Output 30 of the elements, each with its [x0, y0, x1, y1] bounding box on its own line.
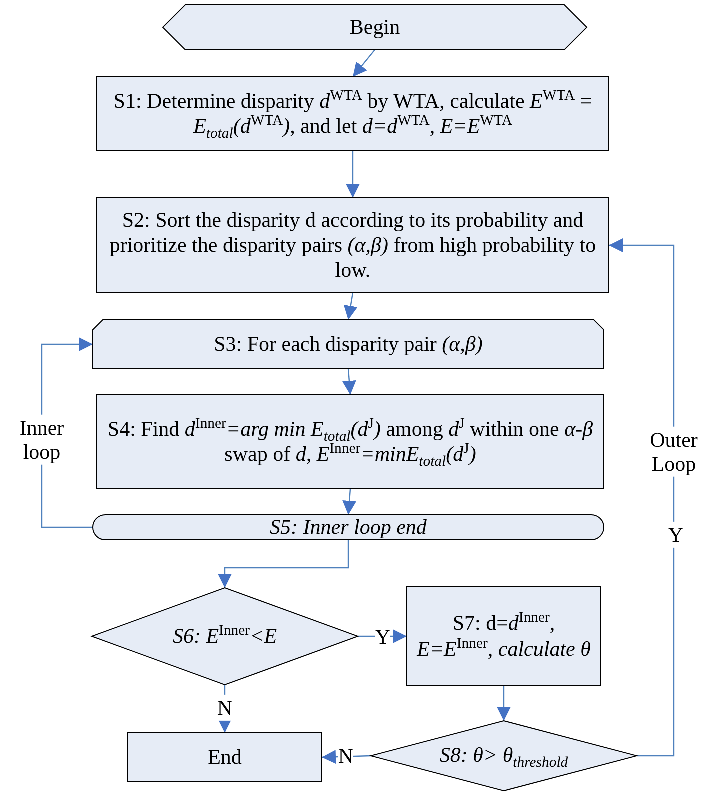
arrow [346, 151, 360, 198]
arrow [344, 292, 358, 320]
step-text: S5: Inner loop end [269, 514, 428, 540]
edge-label: Y [668, 522, 684, 548]
step-text: S8: θ> θ$_{threshold}$ [438, 743, 570, 769]
arrow [218, 540, 350, 588]
step-text: S7: d=d$^{Inner}$, E=E$^{Inner}$, calculate θ [416, 611, 592, 662]
arrow [497, 686, 511, 721]
step-text: S2: Sort the disparity d according to its probability and prioritize the disparity pairs (α,β) from high probability to low. [108, 208, 598, 284]
step-text: S1: Determine disparity d$^{WTA}$ by WTA, calculate E$^{WTA}$ =E$_{total}$(d$^{WTA}$), and let d=d$^{WTA}$, E=E$^{WTA}$ [112, 88, 594, 140]
arrow [342, 488, 357, 516]
arrow [609, 238, 675, 757]
decision-diamond [371, 721, 637, 791]
step-text: S6: E$^{Inner}$<E [172, 624, 278, 650]
step-text: S4: Find d$^{Inner}$=arg min E$_{total}$(d$^{J}$) among d$^{J}$ within one α-β swap of d, E$^{Inner}$=minE$_{total}$(d$^{J}$) [106, 416, 594, 468]
step-text: S3: For each disparity pair (α,β) [213, 332, 484, 358]
loop-start-box [93, 320, 604, 369]
edge-label: N [217, 694, 233, 722]
decision-diamond [92, 588, 358, 685]
process-box [407, 587, 601, 686]
arrow [342, 368, 356, 396]
start-hexagon [163, 5, 587, 50]
process-box [97, 77, 609, 151]
process-box [97, 198, 609, 293]
end-box [128, 733, 322, 782]
step-text: Begin [348, 14, 402, 40]
process-box [97, 395, 604, 489]
arrow [352, 50, 376, 78]
loop-end-box [93, 515, 604, 540]
step-text: End [207, 744, 243, 770]
